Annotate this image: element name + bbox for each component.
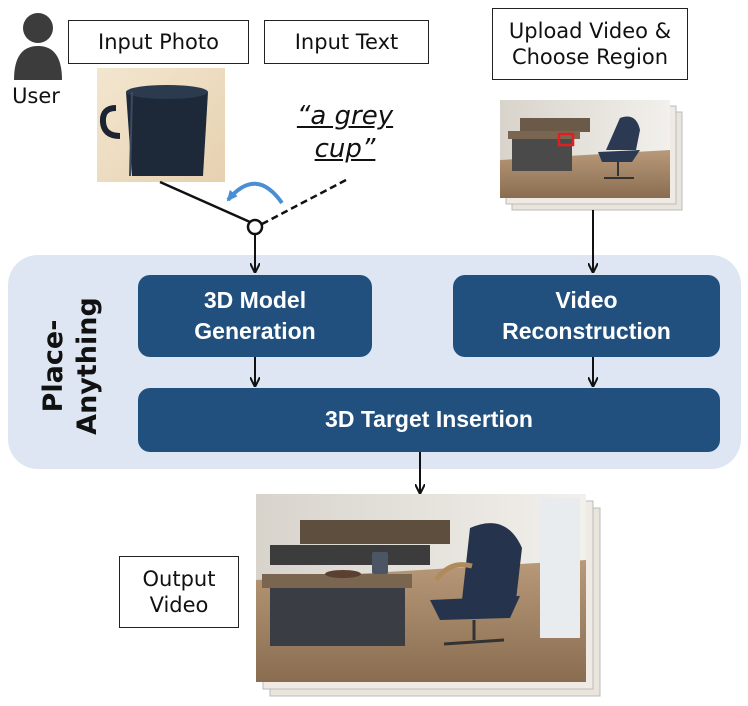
upload-video-line1: Upload Video &	[508, 18, 672, 43]
upload-video-label: Upload Video & Choose Region	[492, 8, 688, 80]
place-anything-line1: Place-	[38, 320, 69, 413]
place-anything-line2: Anything	[72, 297, 103, 435]
output-video-line2: Video	[149, 593, 209, 617]
video-reconstruction-line2: Reconstruction	[502, 318, 671, 344]
input-photo	[97, 68, 225, 182]
text-prompt-line2: cup”	[314, 133, 376, 164]
model-generation-line2: Generation	[194, 318, 316, 344]
output-video-label: Output Video	[119, 556, 239, 628]
output-video-frames	[256, 494, 601, 697]
upload-video-line2: Choose Region	[511, 45, 669, 69]
input-text-label: Input Text	[264, 20, 429, 64]
text-connector	[261, 178, 347, 226]
text-prompt: “a grey cup”	[285, 100, 405, 165]
photo-connector	[159, 180, 251, 224]
video-reconstruction-module: Video Reconstruction	[453, 275, 720, 357]
input-photo-label: Input Photo	[68, 20, 249, 64]
user-label: User	[12, 84, 60, 108]
blue-curved-arrow	[226, 181, 284, 205]
user-icon	[14, 13, 62, 80]
video-reconstruction-line1: Video	[555, 286, 618, 313]
target-insertion-module: 3D Target Insertion	[138, 388, 720, 452]
input-video-frames	[500, 100, 683, 211]
model-generation-line1: 3D Model	[203, 286, 307, 313]
merge-node	[246, 218, 264, 236]
text-prompt-line1: “a grey	[296, 101, 394, 131]
model-generation-module: 3D Model Generation	[138, 275, 372, 357]
output-video-line1: Output	[142, 566, 216, 591]
place-anything-label: Place- Anything	[38, 297, 103, 435]
